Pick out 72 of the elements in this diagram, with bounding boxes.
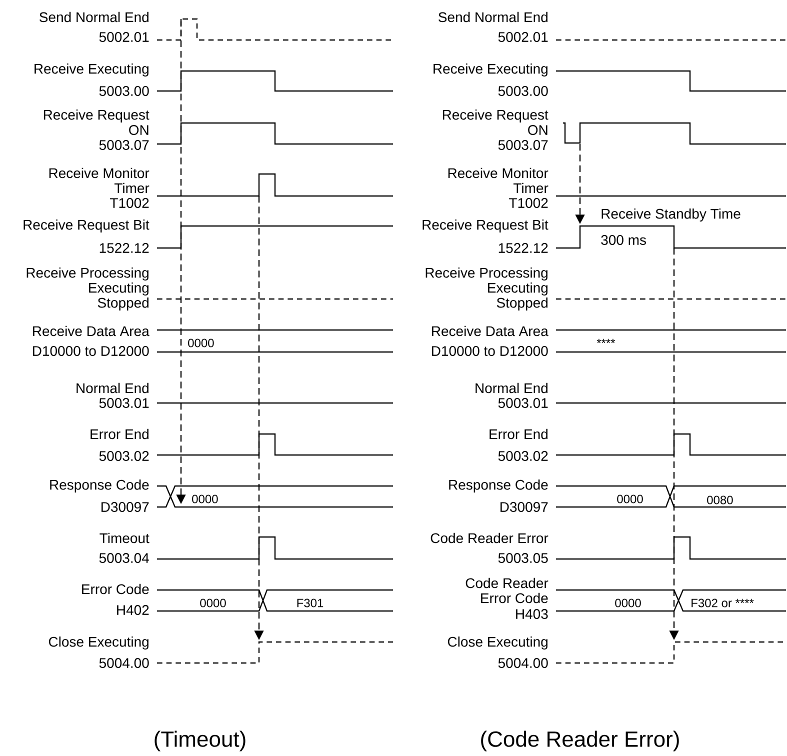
signal-label: Normal End [476,382,548,394]
signal-label: Receive Executing [34,63,148,77]
signal-label: 5002.01 [99,32,149,42]
signal-label: ON [129,125,148,135]
signal-label: Receive Data Area [33,326,150,336]
signal-label: 1522.12 [100,243,149,253]
bus-value: 0000 [188,338,214,348]
bus-value: 0000 [615,598,641,608]
signal-label: Error Code [481,592,548,604]
signal-label: Error Code [82,584,149,594]
panel-caption: (Code Reader Error) [481,730,679,752]
signal-label: Close Executing [48,636,148,650]
signal-label: Receive Request [442,109,548,123]
signal-label: 5002.01 [498,32,548,42]
signal-label: Close Executing [448,636,548,650]
signal-label: 5003.01 [99,398,149,408]
signal-label: T1002 [110,198,149,208]
signal-label: 5003.04 [99,553,149,563]
signal-label: Receive Processing [426,267,548,281]
signal-label: Receive Data Area [432,326,548,336]
duration-label: 300 ms [601,235,646,245]
signal-label: 5003.07 [498,140,548,150]
bus-value: 0000 [192,494,218,504]
signal-label: Normal End [76,382,148,394]
signal-label: Stopped [496,297,548,311]
signal-label: Error End [90,428,148,440]
signal-label: T1002 [509,198,548,208]
signal-label: D30097 [102,502,149,512]
signal-label: Send Normal End [438,12,548,22]
bus-value: **** [596,338,616,344]
signal-label: Receive Processing [26,267,148,281]
signal-label: 5003.05 [498,553,548,563]
signal-label: 5004.00 [498,658,548,668]
bus-value: 0080 [707,496,733,504]
signal-label: 5003.02 [498,451,548,461]
signal-label: Timer [114,182,150,194]
signal-label: Receive Request Bit [24,219,150,233]
signal-label: Executing [488,282,548,296]
signal-label: Receive Request Bit [422,219,548,233]
signal-label: Timeout [100,532,150,544]
panel-caption: (Timeout) [154,730,246,752]
signal-label: Response Code [449,479,548,493]
signal-label: 1522.12 [498,243,548,253]
signal-label: Receive Monitor [49,168,150,178]
signal-label: H402 [117,605,149,615]
signal-label: ON [528,125,548,135]
bus-value: 0000 [200,598,226,608]
signal-label: D10000 to D12000 [33,346,149,356]
signal-label: 5003.01 [498,398,548,408]
signal-label: Send Normal End [40,12,148,22]
signal-label: 5004.00 [99,658,149,668]
signal-label: Executing [89,282,148,296]
signal-label: 5003.00 [99,86,149,96]
duration-label: Receive Standby Time [602,208,740,222]
bus-value: F302 or **** [692,598,754,608]
signal-label: 5003.02 [99,451,149,461]
signal-label: H403 [516,609,548,619]
signal-label: Stopped [98,297,148,311]
signal-label: Receive Monitor [448,168,548,178]
signal-label: 5003.07 [99,140,149,150]
signal-label: Code Reader Error [430,532,548,544]
signal-label: Response Code [50,479,149,493]
bus-value: F301 [297,598,324,608]
signal-label: Code Reader [466,578,548,588]
signal-label: Receive Executing [434,63,548,77]
bus-value: 0000 [617,494,643,504]
signal-label: 5003.00 [498,86,548,96]
signal-label: D10000 to D12000 [432,346,548,356]
signal-label: Receive Request [44,109,150,123]
signal-label: Error End [490,428,548,440]
signal-label: Timer [513,182,548,194]
signal-label: D30097 [500,502,548,512]
